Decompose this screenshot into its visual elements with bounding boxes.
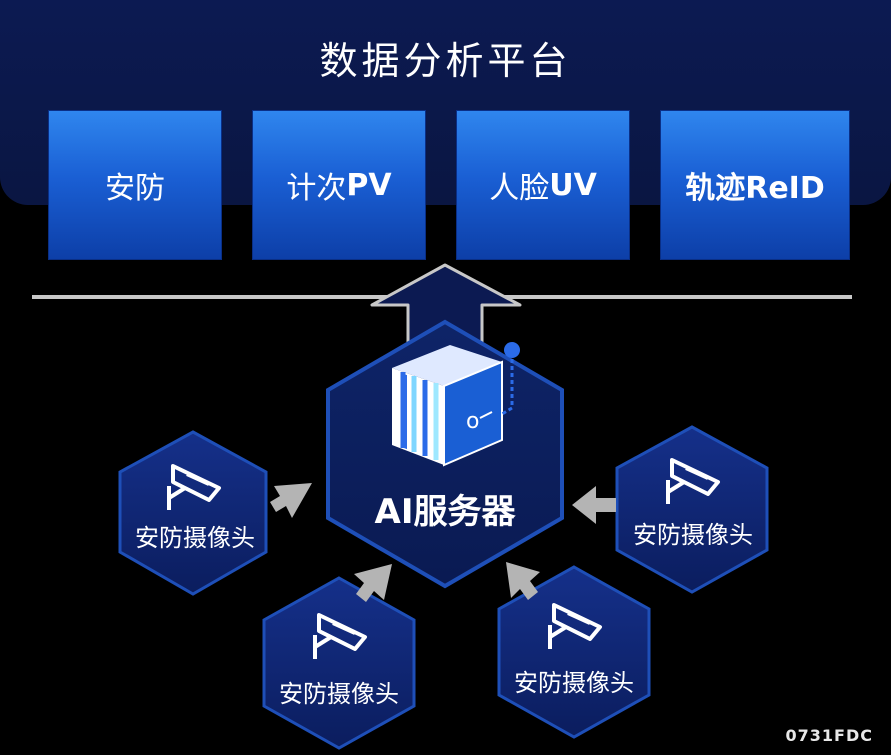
camera-label-bottom-right: 安防摄像头 <box>514 669 634 697</box>
security-camera-icon <box>548 603 602 649</box>
security-camera-icon <box>313 613 367 659</box>
module-trajectory-reid-label: 轨迹ReID <box>685 171 825 206</box>
inward-arrow-icon <box>506 562 540 600</box>
watermark: 0731FDC <box>785 726 873 745</box>
security-camera-icon <box>167 464 221 510</box>
server-cube-icon: o <box>392 342 520 467</box>
camera-label-right: 安防摄像头 <box>633 521 753 549</box>
camera-label-bottom-left: 安防摄像头 <box>279 680 399 708</box>
server-label: AI服务器 <box>374 492 516 532</box>
module-count-pv-suffix: PV <box>346 167 392 203</box>
module-face-uv-prefix: 人脸 <box>489 171 550 206</box>
security-camera-icon <box>666 458 720 504</box>
module-security: 安防 <box>48 110 222 260</box>
module-trajectory-reid: 轨迹ReID <box>660 110 850 260</box>
camera-hexagon-right <box>615 425 769 594</box>
camera-hexagon-bottom-right <box>497 565 651 739</box>
module-count-pv-prefix: 计次 <box>286 171 347 206</box>
module-face-uv-suffix: UV <box>549 167 597 203</box>
inward-arrow-icon <box>572 486 616 524</box>
module-security-label: 安防 <box>105 171 165 206</box>
camera-hexagon-left <box>118 430 268 596</box>
platform-title: 数据分析平台 <box>319 39 572 83</box>
svg-text:o: o <box>466 409 479 434</box>
inward-arrow-icon <box>270 483 312 518</box>
camera-hexagon-bottom-left <box>262 576 416 750</box>
camera-label-left: 安防摄像头 <box>135 524 255 552</box>
inward-arrow-icon <box>354 564 392 602</box>
